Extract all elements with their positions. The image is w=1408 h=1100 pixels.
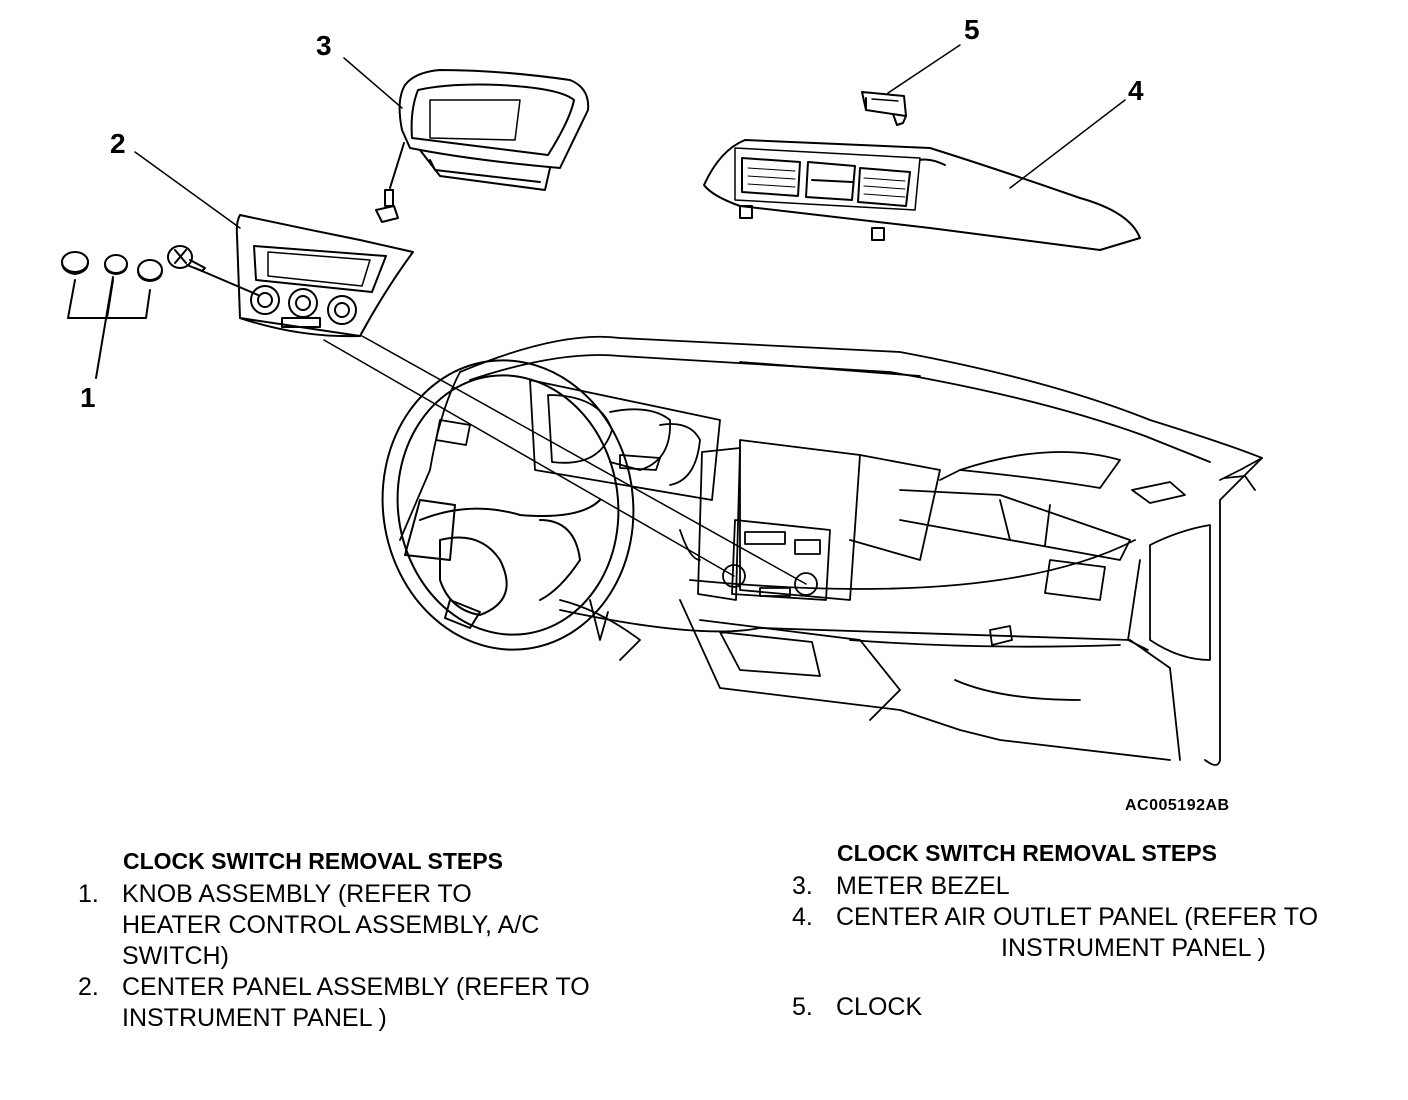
step-number: 4.	[792, 903, 813, 931]
step-line: INSTRUMENT PANEL )	[122, 1004, 387, 1032]
step-line: HEATER CONTROL ASSEMBLY, A/C	[122, 911, 540, 939]
step-line: CLOCK	[836, 993, 923, 1021]
steps-heading: CLOCK SWITCH REMOVAL STEPS	[123, 848, 503, 874]
center-air-outlet-panel-part	[703, 139, 1141, 251]
callout-4: 4	[1128, 75, 1144, 106]
step-item: 2. CENTER PANEL ASSEMBLY (REFER TO INSTR…	[78, 972, 638, 1034]
removal-steps-left: CLOCK SWITCH REMOVAL STEPS 1. KNOB ASSEM…	[78, 846, 638, 1034]
instrument-panel-drawing	[399, 335, 1263, 766]
removal-steps-right: CLOCK SWITCH REMOVAL STEPS 3. METER BEZE…	[792, 838, 1392, 1023]
step-number: 5.	[792, 993, 813, 1021]
steps-heading: CLOCK SWITCH REMOVAL STEPS	[837, 840, 1217, 866]
callout-1: 1	[80, 382, 96, 413]
step-line: SWITCH)	[122, 942, 229, 970]
step-number: 3.	[792, 872, 813, 900]
knob-assembly-part	[61, 251, 163, 379]
step-text: CENTER AIR OUTLET PANEL (REFER TO INSTRU…	[836, 902, 1392, 964]
step-item: 1. KNOB ASSEMBLY (REFER TO HEATER CONTRO…	[78, 879, 638, 972]
callout-5: 5	[964, 14, 980, 45]
step-text: KNOB ASSEMBLY (REFER TO HEATER CONTROL A…	[122, 879, 638, 972]
callout-3: 3	[316, 30, 332, 61]
step-line: CENTER PANEL ASSEMBLY (REFER TO	[122, 973, 590, 1001]
step-line: CENTER AIR OUTLET PANEL (REFER TO	[836, 903, 1319, 931]
center-panel-part	[235, 214, 414, 338]
clock-part	[861, 91, 907, 126]
step-text: CLOCK	[836, 992, 1392, 1023]
step-number: 1.	[78, 880, 99, 908]
figure-code: AC005192AB	[1125, 797, 1230, 814]
step-line: KNOB ASSEMBLY (REFER TO	[122, 880, 472, 908]
step-item: 4. CENTER AIR OUTLET PANEL (REFER TO INS…	[792, 902, 1392, 964]
meter-bezel-part	[398, 69, 590, 191]
screw-meter-bezel	[375, 142, 405, 223]
step-text: CENTER PANEL ASSEMBLY (REFER TO INSTRUME…	[122, 972, 638, 1034]
callout-leader-lines	[134, 44, 1126, 229]
step-line: METER BEZEL	[836, 872, 1010, 900]
spacer	[792, 964, 1392, 992]
callout-2: 2	[110, 128, 126, 159]
steering-wheel-drawing	[381, 359, 635, 651]
step-item: 5. CLOCK	[792, 992, 1392, 1023]
assembly-leader-lines	[323, 335, 807, 585]
step-item: 3. METER BEZEL	[792, 871, 1392, 902]
step-number: 2.	[78, 973, 99, 1001]
step-line: INSTRUMENT PANEL )	[1001, 934, 1266, 962]
screw-center-panel	[167, 245, 259, 296]
step-text: METER BEZEL	[836, 871, 1392, 902]
